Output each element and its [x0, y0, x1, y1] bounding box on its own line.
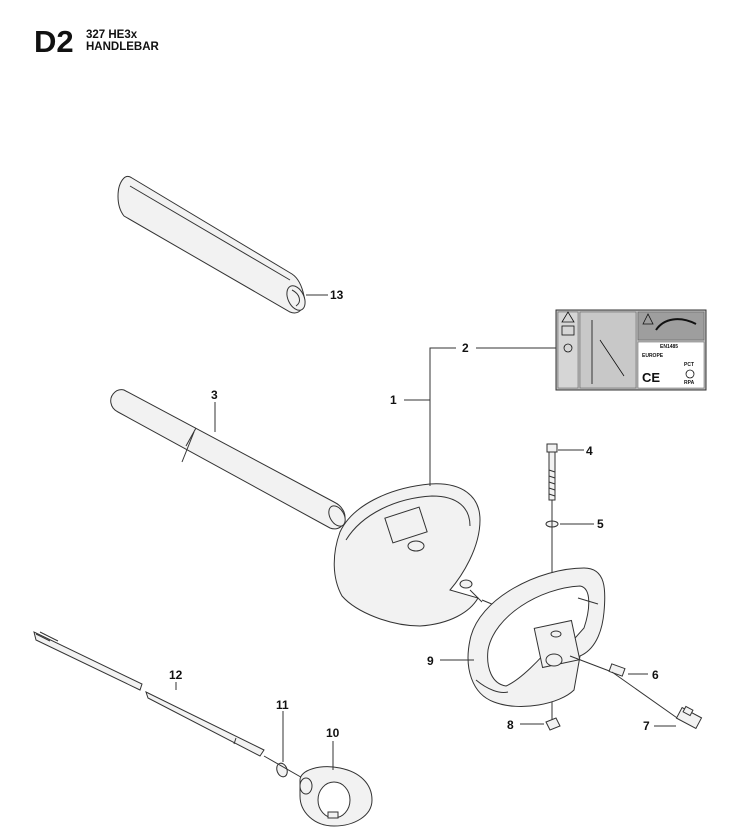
- callout-6: 6: [652, 668, 659, 682]
- decal-marking: EN1485: [660, 344, 678, 350]
- part-3-shaft-tube: [110, 389, 346, 530]
- callout-9: 9: [427, 654, 434, 668]
- part-4-screw: [546, 443, 558, 501]
- callout-2: 2: [462, 341, 469, 355]
- part-6-screw: [569, 655, 626, 677]
- part-1-housing: [333, 483, 483, 627]
- decal-ce-mark: CE: [642, 370, 660, 385]
- leader-1: [404, 399, 431, 486]
- callout-12: 12: [169, 668, 183, 682]
- power-line-distance-icon: [591, 320, 625, 384]
- callout-7: 7: [643, 719, 650, 733]
- callout-8: 8: [507, 718, 514, 732]
- section-title: 327 HE3x HANDLEBAR: [86, 29, 159, 53]
- part-7-connector: [611, 671, 703, 730]
- callout-3: 3: [211, 388, 218, 402]
- section-name: HANDLEBAR: [86, 41, 159, 53]
- hand-hazard-icon: [655, 318, 697, 331]
- model-name: 327 HE3x: [86, 29, 138, 41]
- part-9-loop-handle: [467, 567, 606, 707]
- decal-cert-3: RPA: [684, 380, 695, 386]
- part-2-decal: EN1485 EUROPE CE PCT RPA: [555, 309, 707, 391]
- part-13-grip-tube: [117, 176, 306, 314]
- ear-protection-icon: [563, 343, 573, 353]
- warning-icon: [561, 311, 575, 323]
- callout-13: 13: [330, 288, 344, 302]
- decal-cert-2: PCT: [684, 362, 694, 368]
- callout-1: 1: [390, 393, 397, 407]
- callout-11: 11: [276, 698, 289, 712]
- part-8-square-nut: [545, 717, 561, 731]
- read-manual-icon: [561, 325, 575, 336]
- part-10-coupling: [263, 755, 373, 827]
- part-11-circlip: [276, 762, 288, 778]
- part-12-drive-shaft: [33, 631, 265, 757]
- decal-region: EUROPE: [642, 353, 664, 359]
- callout-4: 4: [586, 444, 593, 458]
- section-code: D2: [34, 24, 74, 59]
- callout-5: 5: [597, 517, 604, 531]
- callout-10: 10: [326, 726, 340, 740]
